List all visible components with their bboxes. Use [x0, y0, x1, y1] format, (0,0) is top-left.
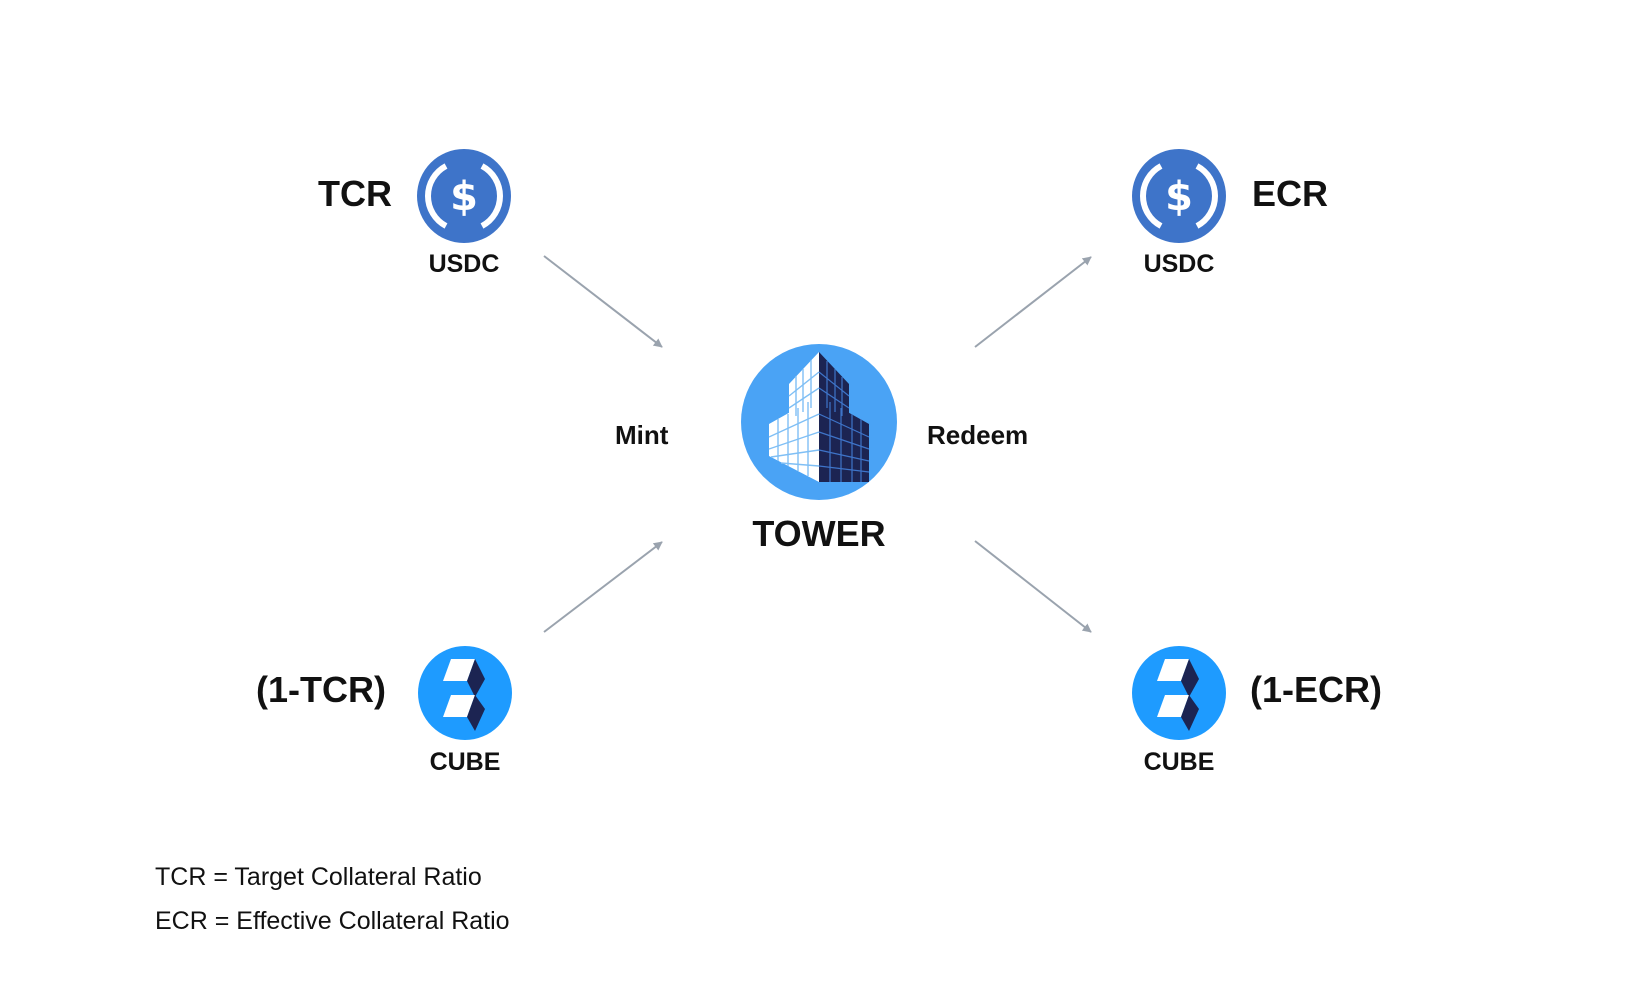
usdc-icon: $: [1132, 149, 1226, 243]
arrow-usdc-to-tower: [543, 255, 663, 348]
legend-tcr: TCR = Target Collateral Ratio: [155, 863, 482, 891]
arrow-tower-to-usdc: [974, 256, 1092, 348]
redeem-label: Redeem: [927, 420, 1029, 450]
one-minus-ecr-label: (1-ECR): [1250, 669, 1382, 710]
one-minus-tcr-label: (1-TCR): [256, 669, 386, 710]
svg-text:$: $: [1165, 174, 1193, 220]
ecr-ratio-label: ECR: [1252, 173, 1329, 214]
usdc-label: USDC: [1143, 250, 1215, 278]
arrow-tower-to-cube: [974, 540, 1092, 633]
tower-label: TOWER: [752, 513, 886, 554]
cube-label: CUBE: [429, 748, 501, 776]
arrow-cube-to-tower: [543, 541, 663, 633]
tcr-ratio-label: TCR: [318, 173, 392, 214]
usdc-icon: $: [417, 149, 511, 243]
cube-label: CUBE: [1143, 748, 1215, 776]
svg-text:$: $: [450, 174, 478, 220]
tower-icon: [741, 344, 897, 500]
cube-icon: [418, 646, 512, 740]
mint-label: Mint: [615, 420, 669, 450]
legend-ecr: ECR = Effective Collateral Ratio: [155, 907, 510, 935]
usdc-label: USDC: [428, 250, 500, 278]
cube-icon: [1132, 646, 1226, 740]
